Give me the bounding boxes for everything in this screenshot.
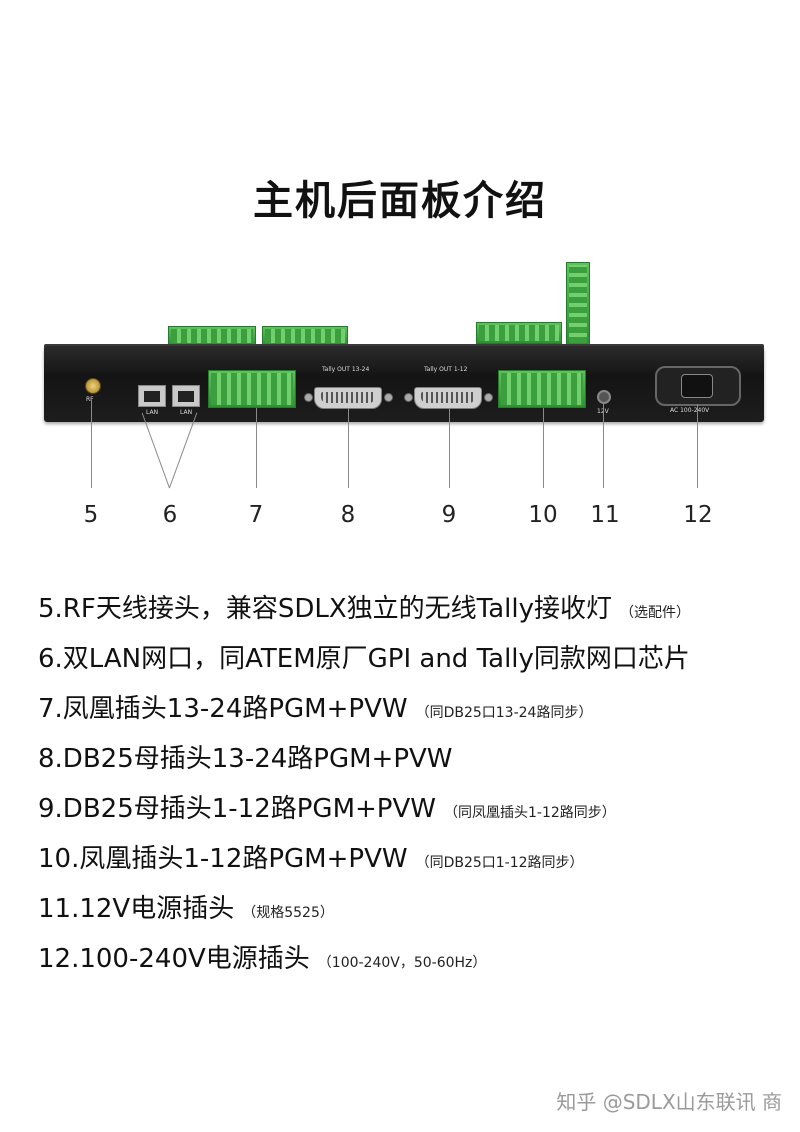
list-item: 6.双LAN网口，同ATEM原厂GPI and Tally同款网口芯片 bbox=[38, 638, 778, 688]
callout-number: 9 bbox=[441, 502, 457, 528]
callout-line bbox=[603, 402, 604, 488]
callout-line bbox=[141, 412, 170, 489]
rear-panel-illustration: RF LAN LAN Tally OUT 13-24 Tally OUT 1-1… bbox=[0, 250, 800, 550]
watermark-text: 知乎 @SDLX山东联讯 商 bbox=[556, 1090, 782, 1114]
callout-number: 7 bbox=[248, 502, 264, 528]
phoenix-connector-1-12 bbox=[498, 370, 586, 408]
list-item: 11.12V电源插头 （规格5525） bbox=[38, 888, 778, 938]
callout-line bbox=[449, 408, 450, 488]
item-text: 7.凤凰插头13-24路PGM+PVW bbox=[38, 694, 408, 724]
terminal-block-loose bbox=[476, 322, 562, 344]
callout-line bbox=[348, 408, 349, 488]
dc-label: 12V bbox=[597, 408, 609, 415]
screw-icon bbox=[304, 393, 313, 402]
callout-number: 11 bbox=[590, 502, 620, 528]
ac-label: AC 100-240V bbox=[670, 407, 710, 414]
feature-list: 5.RF天线接头，兼容SDLX独立的无线Tally接收灯 （选配件） 6.双LA… bbox=[38, 588, 778, 988]
item-note: （100-240V，50-60Hz） bbox=[317, 955, 487, 971]
item-note: （同DB25口1-12路同步） bbox=[415, 855, 584, 871]
list-item: 5.RF天线接头，兼容SDLX独立的无线Tally接收灯 （选配件） bbox=[38, 588, 778, 638]
page-title: 主机后面板介绍 bbox=[253, 178, 547, 224]
phoenix-connector-13-24 bbox=[208, 370, 296, 408]
dc-power-jack-icon bbox=[597, 390, 611, 404]
callout-number: 12 bbox=[683, 502, 713, 528]
list-item: 12.100-240V电源插头 （100-240V，50-60Hz） bbox=[38, 938, 778, 988]
db25-connector-1-12 bbox=[414, 387, 482, 409]
item-note: （同DB25口13-24路同步） bbox=[415, 705, 593, 721]
item-text: 6.双LAN网口，同ATEM原厂GPI and Tally同款网口芯片 bbox=[38, 644, 690, 674]
terminal-block-loose bbox=[168, 326, 256, 346]
item-text: 12.100-240V电源插头 bbox=[38, 944, 310, 974]
item-text: 11.12V电源插头 bbox=[38, 894, 235, 924]
terminal-block-loose-vertical bbox=[566, 262, 590, 346]
lan-port-1 bbox=[138, 385, 166, 407]
terminal-block-loose bbox=[262, 326, 348, 346]
screw-icon bbox=[384, 393, 393, 402]
item-text: 5.RF天线接头，兼容SDLX独立的无线Tally接收灯 bbox=[38, 594, 612, 624]
rf-connector-icon bbox=[85, 378, 101, 394]
list-item: 7.凤凰插头13-24路PGM+PVW （同DB25口13-24路同步） bbox=[38, 688, 778, 738]
callout-line bbox=[697, 404, 698, 488]
list-item: 8.DB25母插头13-24路PGM+PVW bbox=[38, 738, 778, 788]
ac-power-inlet-icon bbox=[655, 366, 741, 406]
callout-number: 6 bbox=[162, 502, 178, 528]
callout-line bbox=[169, 412, 198, 488]
lan-label-1: LAN bbox=[146, 409, 159, 416]
lan-port-2 bbox=[172, 385, 200, 407]
item-note: （同凤凰插头1-12路同步） bbox=[443, 805, 616, 821]
callout-number: 10 bbox=[528, 502, 558, 528]
item-note: （选配件） bbox=[620, 605, 690, 621]
item-text: 10.凤凰插头1-12路PGM+PVW bbox=[38, 844, 408, 874]
callout-line bbox=[256, 408, 257, 488]
item-note: （规格5525） bbox=[242, 905, 334, 921]
screw-icon bbox=[484, 393, 493, 402]
list-item: 9.DB25母插头1-12路PGM+PVW （同凤凰插头1-12路同步） bbox=[38, 788, 778, 838]
db25-label-1-12: Tally OUT 1-12 bbox=[424, 366, 468, 373]
db25-connector-13-24 bbox=[314, 387, 382, 409]
callout-number: 8 bbox=[340, 502, 356, 528]
item-text: 8.DB25母插头13-24路PGM+PVW bbox=[38, 744, 453, 774]
screw-icon bbox=[404, 393, 413, 402]
db25-label-13-24: Tally OUT 13-24 bbox=[322, 366, 370, 373]
callout-line bbox=[543, 408, 544, 488]
list-item: 10.凤凰插头1-12路PGM+PVW （同DB25口1-12路同步） bbox=[38, 838, 778, 888]
rear-panel bbox=[44, 346, 764, 422]
callout-number: 5 bbox=[83, 502, 99, 528]
lan-label-2: LAN bbox=[180, 409, 193, 416]
rf-label: RF bbox=[86, 396, 94, 403]
callout-line bbox=[91, 400, 92, 488]
item-text: 9.DB25母插头1-12路PGM+PVW bbox=[38, 794, 436, 824]
